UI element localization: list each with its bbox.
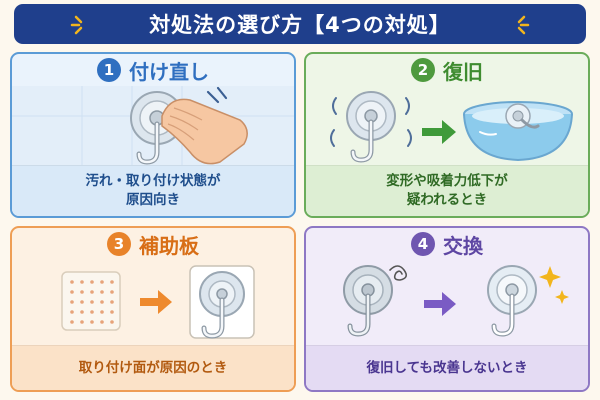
- card-header: 3 補助板: [12, 228, 294, 260]
- title-banner: 対処法の選び方【4つの対処】: [14, 4, 586, 44]
- sparkle-lines-icon: [70, 15, 83, 35]
- hand-pressing-hook-illustration: [12, 86, 294, 166]
- caption-line: 変形や吸着力低下が: [386, 173, 508, 189]
- card-caption: 変形や吸着力低下が 疑われるとき: [306, 165, 588, 216]
- card-title: 交換: [443, 233, 483, 258]
- caption-line: 疑われるとき: [406, 192, 488, 208]
- card-caption: 汚れ・取り付け状態が 原因向き: [12, 165, 294, 216]
- caption-line: 復旧しても改善しないとき: [366, 359, 528, 376]
- card-caption: 復旧しても改善しないとき: [306, 345, 588, 390]
- plate-to-mounted-hook-illustration: [61, 265, 255, 339]
- step-number-badge: 1: [97, 58, 121, 82]
- old-to-new-hook-illustration: [343, 265, 569, 337]
- step-number-badge: 4: [411, 232, 435, 256]
- caption-line: 原因向き: [126, 192, 180, 208]
- hook-to-water-bowl-illustration: [330, 91, 573, 163]
- method-card-support-plate: 3 補助板 取り付け面が原因のとき: [10, 226, 296, 392]
- card-caption: 取り付け面が原因のとき: [12, 345, 294, 390]
- card-title: 復旧: [443, 59, 483, 84]
- card-header: 2 復旧: [306, 54, 588, 86]
- method-card-restore: 2 復旧 変形や吸着力低下が 疑われるとき: [304, 52, 590, 218]
- sparkle-lines-icon: [517, 15, 530, 35]
- method-card-replace: 4 交換 復旧しても改善しないとき: [304, 226, 590, 392]
- card-header: 1 付け直し: [12, 54, 294, 86]
- method-card-reattach: 1 付け直し 汚れ・取り付け状態が 原因向き: [10, 52, 296, 218]
- caption-line: 汚れ・取り付け状態が: [85, 173, 221, 189]
- caption-line: 取り付け面が原因のとき: [78, 359, 228, 376]
- page-title: 対処法の選び方【4つの対処】: [149, 13, 451, 37]
- card-title: 付け直し: [129, 59, 209, 84]
- card-header: 4 交換: [306, 228, 588, 260]
- card-title: 補助板: [139, 233, 199, 258]
- step-number-badge: 2: [411, 58, 435, 82]
- step-number-badge: 3: [107, 232, 131, 256]
